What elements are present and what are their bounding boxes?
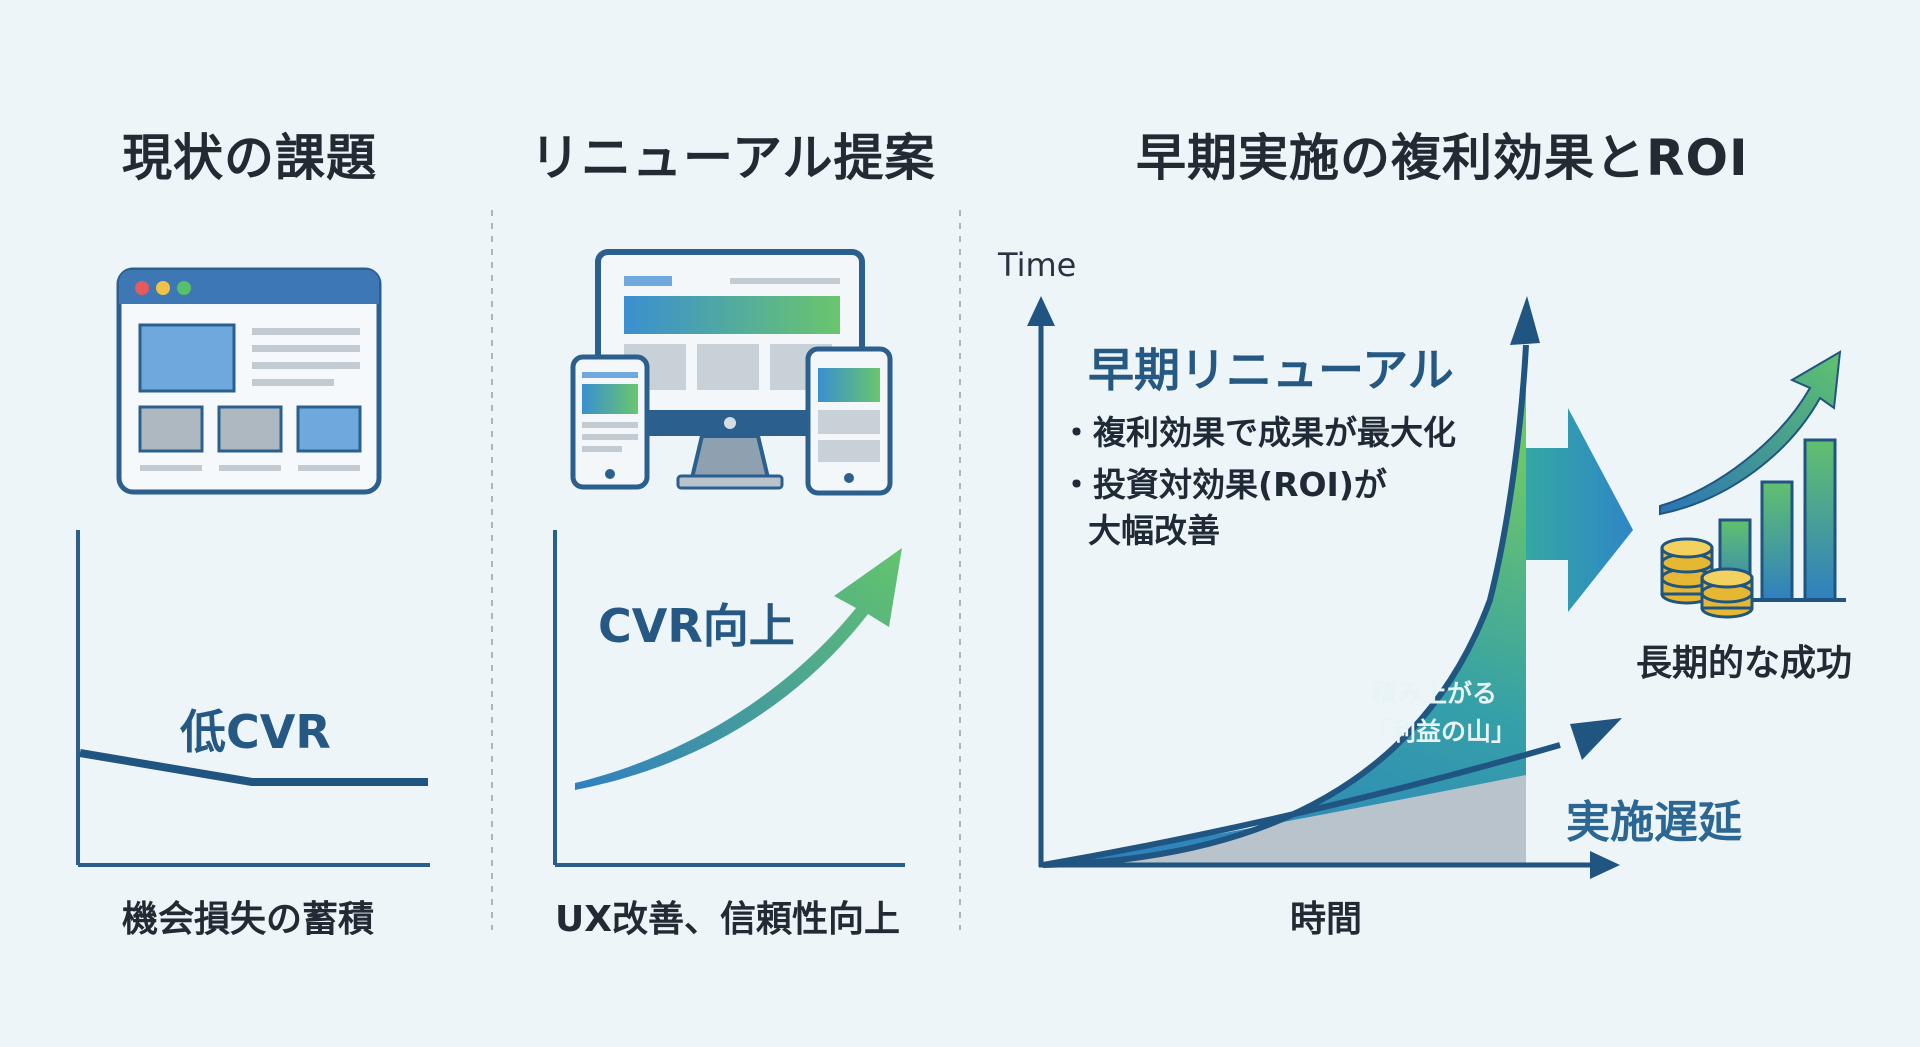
early-renewal-title: 早期リニューアル (1088, 343, 1454, 397)
multi-device-icon (570, 249, 893, 496)
delayed-arrowhead (1570, 718, 1622, 760)
cvr-growth-chart (553, 530, 905, 867)
delay-label: 実施遅延 (1566, 797, 1742, 848)
roi-y-arrowhead (1027, 296, 1055, 326)
early-renewal-curve (1042, 344, 1529, 868)
roi-title: 早期実施の複利効果とROI (1136, 129, 1749, 187)
roi-y-axis-label: Time (998, 246, 1077, 284)
profit-mountain-line1: 積み上がる (1372, 679, 1498, 708)
current-issues-title: 現状の課題 (122, 129, 377, 187)
long-term-success-label: 長期的な成功 (1636, 643, 1853, 684)
roi-x-arrowhead (1590, 851, 1620, 879)
delayed-area (1043, 775, 1526, 865)
opportunity-loss-caption: 機会損失の蓄積 (122, 899, 375, 940)
ux-improvement-caption: UX改善、信頼性向上 (555, 899, 900, 940)
renewal-proposal-title: リニューアル提案 (530, 129, 936, 187)
low-cvr-chart (76, 530, 430, 867)
low-cvr-label: 低CVR (180, 705, 331, 759)
bullet-roi-cont: 大幅改善 (1088, 511, 1220, 550)
bullet-roi: ・投資対効果(ROI)が (1060, 465, 1387, 504)
roi-x-axis-label: 時間 (1290, 899, 1363, 940)
bullet-compound: ・複利効果で成果が最大化 (1060, 413, 1456, 452)
early-renewal-arrowhead (1510, 296, 1540, 345)
cvr-up-label: CVR向上 (598, 599, 795, 653)
success-growth-arrow (1659, 350, 1842, 516)
cvr-growth-arrow (575, 548, 902, 790)
browser-window-icon (116, 267, 382, 495)
roi-chart (1027, 296, 1622, 879)
low-cvr-line (79, 749, 428, 786)
profit-mountain-line2: 「利益の山」 (1366, 717, 1517, 746)
coins-icon (1660, 537, 1754, 619)
result-arrow (1526, 408, 1633, 612)
delayed-curve (1042, 742, 1561, 868)
